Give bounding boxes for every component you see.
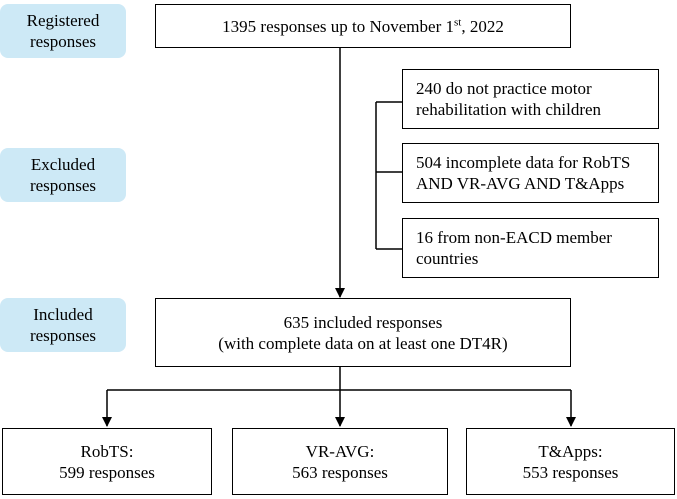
exclusion-box-no-practice: 240 do not practice motor rehabilitation… — [402, 69, 659, 129]
registered-responses-box: 1395 responses up to November 1st, 2022 — [155, 4, 571, 48]
label-line: Included — [33, 305, 93, 324]
box-line: (with complete data on at least one DT4R… — [218, 333, 508, 353]
label-included-responses: Included responses — [0, 298, 126, 352]
outcome-box-vravg: VR-AVG: 563 responses — [232, 428, 448, 495]
box-line: AND VR-AVG AND T&Apps — [416, 174, 625, 193]
box-line: T&Apps: — [538, 441, 603, 461]
outcome-box-robts: RobTS: 599 responses — [2, 428, 212, 495]
box-line: 563 responses — [292, 462, 388, 482]
label-line: responses — [29, 32, 97, 51]
label-registered-responses: Registered responses — [0, 4, 126, 58]
box-line: 553 responses — [522, 462, 619, 482]
label-line: responses — [29, 326, 97, 345]
box-line: VR-AVG: — [305, 441, 375, 461]
box-line: 504 incomplete data for RobTS — [416, 153, 631, 172]
box-line: 635 included responses — [283, 312, 443, 332]
label-line: Excluded — [30, 155, 96, 174]
label-line: responses — [29, 176, 97, 195]
exclusion-box-non-eacd: 16 from non-EACD member countries — [402, 218, 659, 278]
label-excluded-responses: Excluded responses — [0, 148, 126, 202]
box-line: 240 do not practice motor — [416, 79, 592, 98]
label-line: Registered — [26, 11, 100, 30]
exclusion-box-incomplete-data: 504 incomplete data for RobTS AND VR-AVG… — [402, 143, 659, 203]
included-responses-box: 635 included responses (with complete da… — [155, 298, 571, 367]
outcome-box-tapps: T&Apps: 553 responses — [466, 428, 675, 495]
registered-responses-text: 1395 responses up to November 1st, 2022 — [222, 15, 504, 36]
box-line: 599 responses — [59, 462, 155, 482]
box-line: countries — [416, 249, 479, 268]
box-line: 16 from non-EACD member — [416, 228, 612, 247]
box-line: rehabilitation with children — [416, 100, 602, 119]
box-line: RobTS: — [80, 441, 134, 461]
